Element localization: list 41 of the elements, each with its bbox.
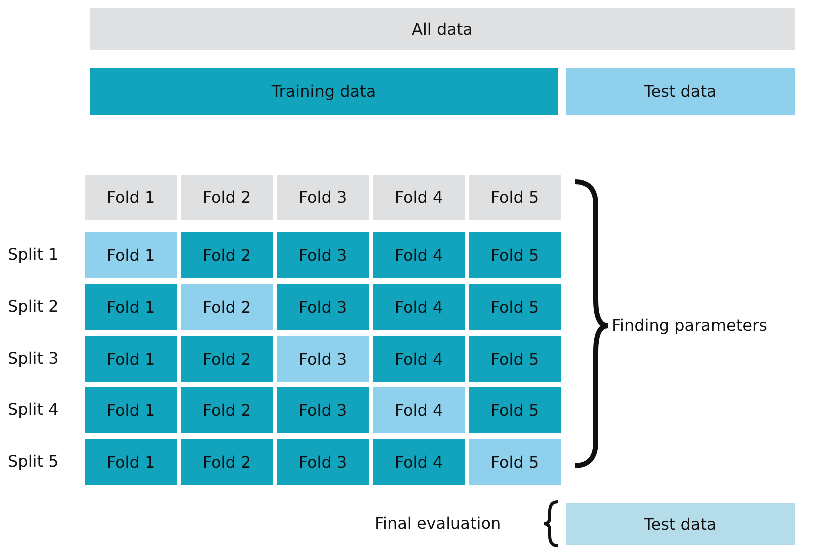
fold-cell: Fold 3	[277, 284, 369, 330]
fold-cell: Fold 1	[85, 387, 177, 433]
fold-cell: Fold 3	[277, 439, 369, 485]
fold-cell: Fold 4	[373, 232, 465, 278]
fold-cell: Fold 2	[181, 336, 273, 382]
row-label: Split 3	[8, 349, 59, 368]
annotation-text: Finding parameters	[612, 316, 768, 335]
fold-cell: Fold 5	[469, 387, 561, 433]
fold-cell: Fold 4	[373, 387, 465, 433]
data-bar: Test data	[566, 68, 795, 115]
fold-cell: Fold 3	[277, 175, 369, 220]
fold-cell: Fold 1	[85, 284, 177, 330]
row-label: Split 2	[8, 297, 59, 316]
fold-cell: Fold 5	[469, 284, 561, 330]
fold-cell: Fold 5	[469, 175, 561, 220]
fold-cell: Fold 2	[181, 232, 273, 278]
fold-cell: Fold 3	[277, 232, 369, 278]
fold-cell: Fold 2	[181, 284, 273, 330]
fold-cell: Fold 5	[469, 336, 561, 382]
fold-cell: Fold 4	[373, 439, 465, 485]
data-bar: All data	[90, 8, 795, 50]
fold-cell: Fold 3	[277, 336, 369, 382]
row-label: Split 5	[8, 452, 59, 471]
fold-cell: Fold 4	[373, 336, 465, 382]
row-label: Split 1	[8, 245, 59, 264]
fold-cell: Fold 2	[181, 439, 273, 485]
fold-cell: Fold 1	[85, 439, 177, 485]
fold-cell: Fold 4	[373, 175, 465, 220]
annotation-text: Final evaluation	[375, 514, 502, 533]
fold-cell: Fold 5	[469, 232, 561, 278]
data-bar: Training data	[90, 68, 558, 115]
fold-cell: Fold 2	[181, 387, 273, 433]
fold-cell: Fold 4	[373, 284, 465, 330]
fold-cell: Fold 2	[181, 175, 273, 220]
fold-cell: Fold 1	[85, 232, 177, 278]
fold-cell: Fold 1	[85, 175, 177, 220]
fold-cell: Fold 3	[277, 387, 369, 433]
fold-cell: Fold 5	[469, 439, 561, 485]
row-label: Split 4	[8, 400, 59, 419]
fold-cell: Fold 1	[85, 336, 177, 382]
data-bar: Test data	[566, 503, 795, 545]
